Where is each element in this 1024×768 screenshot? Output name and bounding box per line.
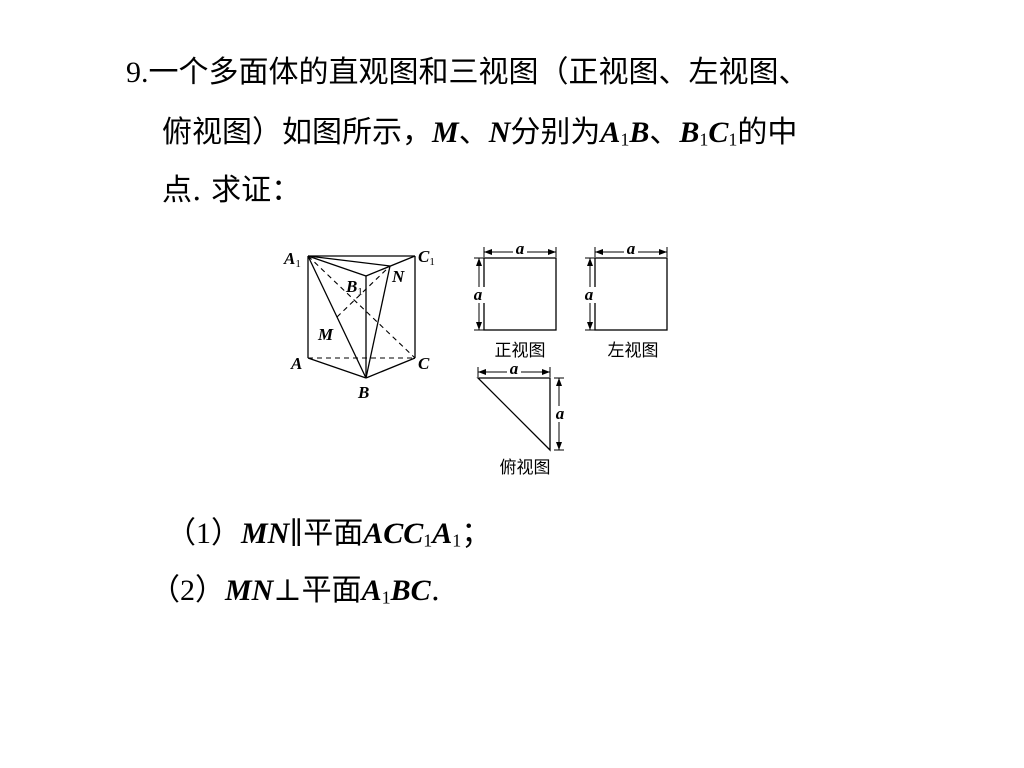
- hidden-segment-a1-c: [307, 255, 416, 359]
- plane-word: 平面: [303, 516, 364, 551]
- edge-a-b: [307, 357, 367, 379]
- geometry-figure: A1 C1 B1 N M A C B a a 正视图 a: [283, 239, 668, 478]
- subscript: 1: [381, 587, 391, 608]
- problem-text-1: 一个多面体的直观图和三视图（正视图、左视图、: [148, 55, 809, 90]
- label-a: A: [290, 354, 302, 373]
- parallel-symbol: ∥: [289, 516, 304, 551]
- caption-top-view: 俯视图: [500, 458, 551, 478]
- subscript: 1: [620, 129, 630, 150]
- hidden-segment-m-n: [336, 265, 391, 318]
- point-a1: A: [600, 116, 621, 149]
- problem-text-2c: 的中: [737, 115, 798, 150]
- problem-line-3: 点. 求证：: [162, 174, 301, 208]
- plane-point: A: [361, 574, 382, 607]
- point-b: B: [629, 116, 650, 149]
- label-b1: B1: [345, 277, 363, 298]
- edge-b-c: [365, 357, 416, 379]
- punctuation: ；: [461, 516, 492, 551]
- point-m: M: [432, 116, 459, 149]
- question-index: （1）: [166, 517, 241, 550]
- edge-b1-c1: [365, 255, 416, 277]
- caption-front-view: 正视图: [495, 341, 546, 361]
- caption-left-view: 左视图: [608, 341, 659, 361]
- subscript: 1: [452, 530, 462, 551]
- dim-left-width: a: [627, 239, 636, 258]
- plane-point: ACC: [363, 517, 424, 550]
- plane-word: 平面: [301, 573, 362, 608]
- dim-top-height: a: [556, 404, 565, 423]
- segment-mn: MN: [225, 574, 274, 607]
- label-a1: A1: [283, 249, 301, 270]
- problem-text-2a: 俯视图）如图所示，: [162, 115, 432, 150]
- plane-point: BC: [390, 574, 431, 607]
- separator: 、: [649, 115, 680, 150]
- label-b: B: [357, 383, 369, 402]
- question-1: （1）MN∥平面ACC1A1；: [166, 517, 491, 558]
- front-view: a a 正视图: [471, 239, 557, 361]
- question-index: （2）: [150, 574, 225, 607]
- problem-line-1: 9.一个多面体的直观图和三视图（正视图、左视图、: [126, 56, 809, 90]
- subscript: 1: [728, 129, 738, 150]
- segment-a1-n: [307, 255, 391, 267]
- problem-number: 9.: [126, 56, 149, 89]
- edge-a1-b1: [307, 255, 367, 277]
- top-view: a a 俯视图: [476, 359, 567, 478]
- label-c1: C1: [418, 247, 435, 268]
- left-view: a a 左视图: [582, 239, 668, 361]
- question-2: （2）MN⊥平面A1BC.: [150, 574, 440, 615]
- point-b1: B: [679, 116, 700, 149]
- dim-front-height: a: [474, 285, 483, 304]
- problem-line-2: 俯视图）如图所示，M、N分别为A1B、B1C1的中: [162, 116, 797, 157]
- separator: 、: [458, 115, 489, 150]
- point-n: N: [488, 116, 511, 149]
- dim-top-width: a: [510, 359, 519, 378]
- point-c1: C: [708, 116, 729, 149]
- dim-left-height: a: [585, 285, 594, 304]
- subscript: 1: [699, 129, 709, 150]
- plane-point: A: [432, 517, 453, 550]
- label-m: M: [317, 325, 334, 344]
- perpendicular-symbol: ⊥: [273, 573, 302, 608]
- subscript: 1: [423, 530, 433, 551]
- dim-front-width: a: [516, 239, 525, 258]
- segment-b-n: [365, 265, 391, 379]
- label-n: N: [391, 267, 405, 286]
- problem-text-3: 点. 求证：: [162, 173, 302, 208]
- problem-text-2b: 分别为: [510, 115, 601, 150]
- punctuation: .: [430, 573, 441, 608]
- label-c: C: [418, 354, 430, 373]
- segment-mn: MN: [241, 517, 290, 550]
